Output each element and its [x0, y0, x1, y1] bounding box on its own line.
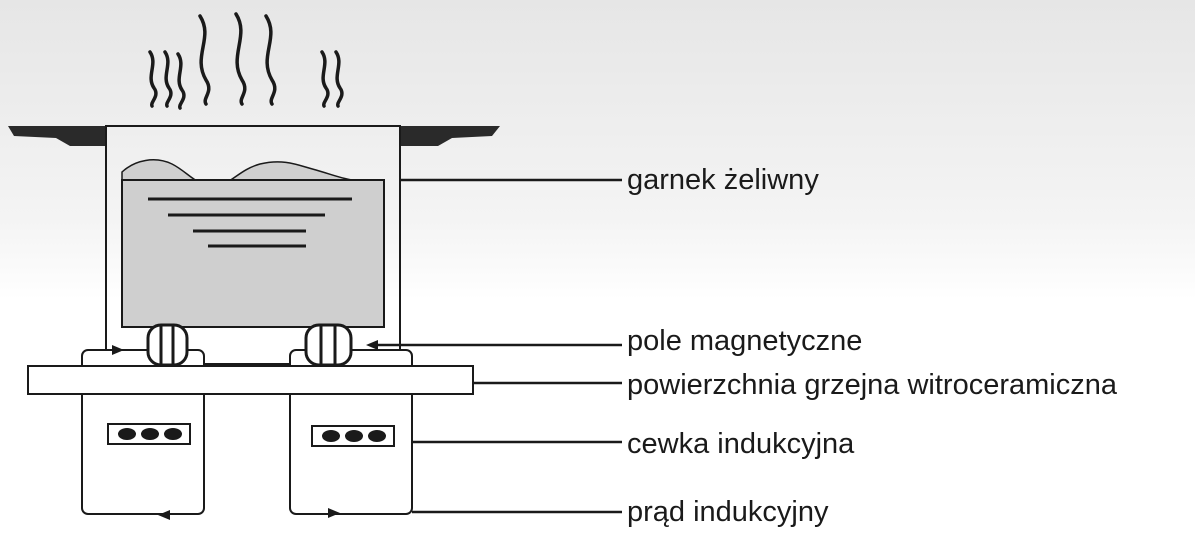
current-arrow-right [328, 508, 340, 518]
coil-window-left [107, 423, 191, 445]
ceramic-hob-surface [27, 365, 474, 395]
coil-turn [141, 428, 159, 440]
coil-turn [164, 428, 182, 440]
pot-handle-left [8, 126, 106, 146]
pot-body [105, 125, 401, 365]
coil-turn [322, 430, 340, 442]
label-coil: cewka indukcyjna [627, 428, 855, 460]
pot-handle-right [400, 126, 500, 146]
label-pot: garnek żeliwny [627, 164, 819, 196]
steam-line [163, 50, 173, 108]
magnetic-field-left [146, 323, 189, 367]
label-surface: powierzchnia grzejna witroceramiczna [627, 369, 1118, 401]
label-magnetic-field: pole magnetyczne [627, 325, 862, 357]
field-arrow-right [366, 340, 378, 350]
current-arrow-left [158, 510, 170, 520]
steam-line [320, 50, 330, 108]
steam-line [334, 50, 344, 108]
field-arrow-left [112, 345, 124, 355]
magnetic-field-right [304, 323, 353, 367]
coil-turn [345, 430, 363, 442]
steam-line [176, 52, 186, 110]
coil-turn [118, 428, 136, 440]
steam-line [234, 12, 247, 106]
steam-lines [148, 12, 344, 110]
coil-window-right [311, 425, 395, 447]
leader-lines [378, 178, 622, 514]
coil-turn [368, 430, 386, 442]
steam-line [148, 50, 158, 108]
steam-line [198, 14, 211, 106]
steam-line [264, 14, 277, 106]
heat-lines [148, 197, 352, 248]
label-current: prąd indukcyjny [627, 496, 829, 528]
food-contents [121, 179, 385, 328]
